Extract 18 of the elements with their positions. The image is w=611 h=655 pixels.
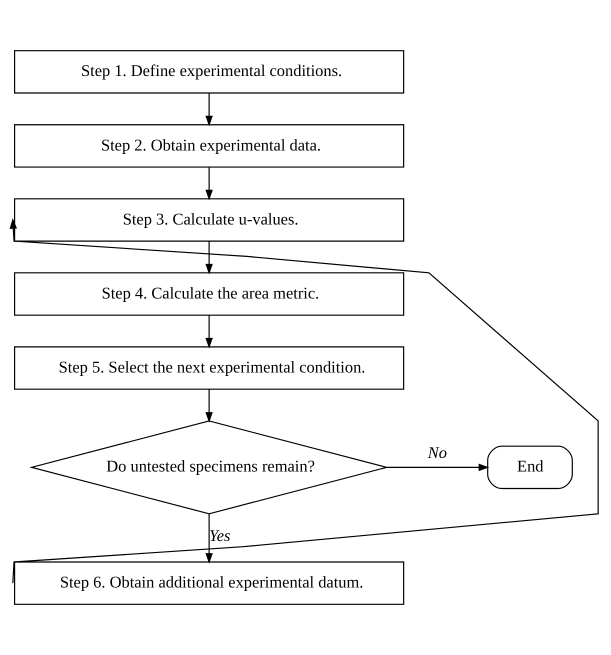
edge-label: No [428,443,447,462]
arrow [205,167,213,200]
arrow [205,389,213,423]
node-box: Step 1. Define experimental conditions. [14,50,404,94]
arrow [205,93,213,126]
node-box: Step 6. Obtain additional experimental datum. [14,561,404,605]
node-box: Step 2. Obtain experimental data. [14,124,404,168]
arrow [10,218,599,584]
node-diamond: Do untested specimens remain? [29,420,389,514]
arrow [205,241,213,274]
edge-label: Yes [209,526,230,546]
arrow [386,464,490,472]
node-box: Step 3. Calculate u-values. [14,198,404,242]
arrow [205,316,213,348]
node-box: Step 4. Calculate the area metric. [14,272,404,316]
node-box: End [487,446,573,490]
node-box: Step 5. Select the next experimental condition. [14,346,404,390]
arrow [205,514,213,564]
